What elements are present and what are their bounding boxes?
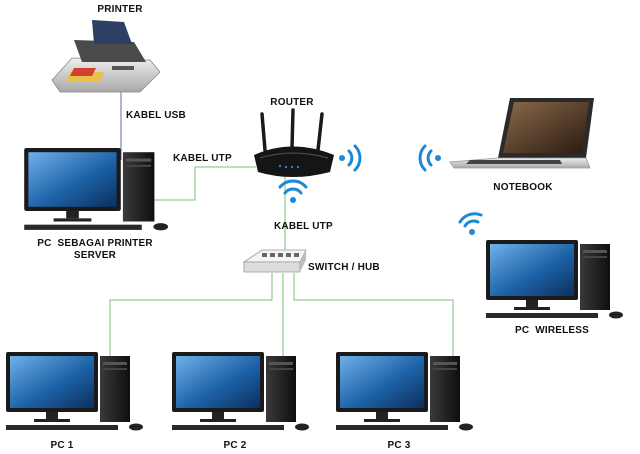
utp-cable-pc1 [109,273,273,366]
pc-wireless-label: PC WIRELESS [514,325,590,336]
switch-hub-icon [242,249,307,273]
router-icon [254,108,334,177]
utp-cable-server-router [150,166,256,201]
wifi-signal-icon [418,144,441,172]
printer-label: PRINTER [97,4,143,15]
pc2-label: PC 2 [223,440,247,451]
pc-server-label-line1: PC SEBAGAI PRINTER [37,238,153,249]
pc1-label: PC 1 [50,440,74,451]
notebook-label: NOTEBOOK [493,182,553,193]
kabel-usb-label: KABEL USB [126,110,186,121]
pc-server-label-line2: SERVER [73,250,117,261]
kabel-utp-mid-label: KABEL UTP [274,221,333,232]
desktop-pc-icon [6,352,143,431]
router-label: ROUTER [270,97,314,108]
pc3-label: PC 3 [387,440,411,451]
wifi-signal-icon [278,179,308,203]
cable-lines [109,88,454,366]
printer-icon [51,20,161,93]
kabel-utp-top-label: KABEL UTP [173,153,232,164]
desktop-pc-icon [336,352,473,431]
utp-cable-pc3 [293,273,454,366]
desktop-pc-icon [24,148,169,231]
desktop-pc-icon [172,352,309,431]
notebook-icon [449,98,594,169]
desktop-pc-icon [486,240,623,319]
wifi-signal-icon [458,212,483,235]
wifi-signal-icon [339,144,362,172]
switch-hub-label: SWITCH / HUB [308,262,380,273]
